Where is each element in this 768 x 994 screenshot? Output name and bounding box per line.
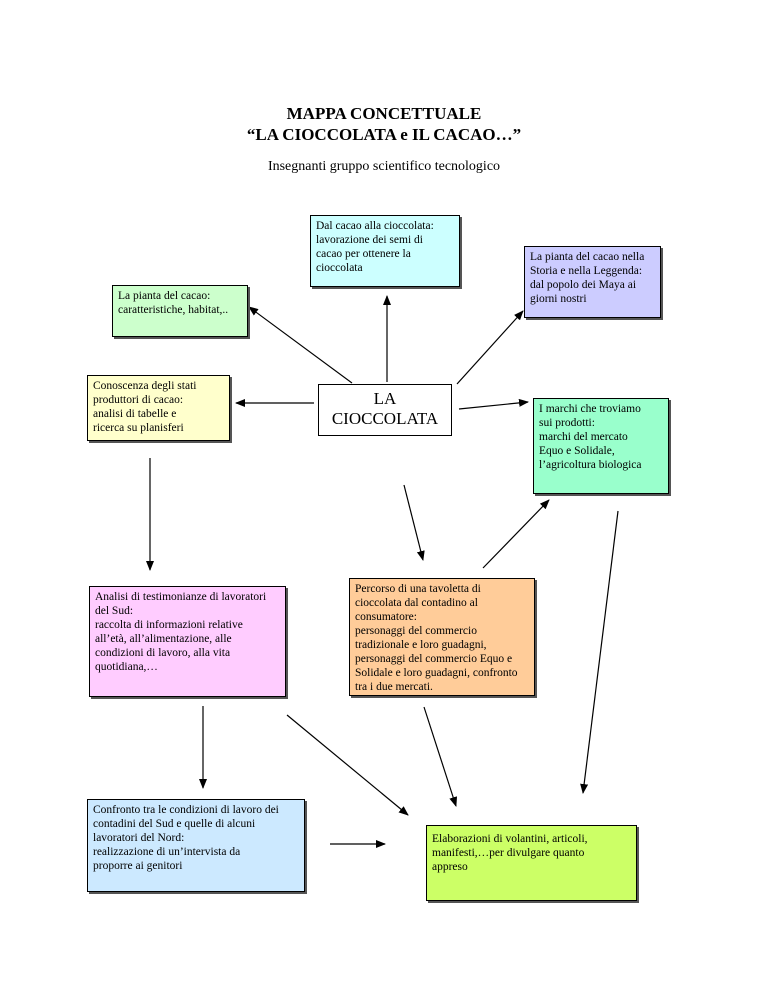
box-percorso: Percorso di una tavoletta di cioccolata … — [349, 578, 535, 696]
box-elaborazioni: Elaborazioni di volantini, articoli, man… — [426, 825, 637, 901]
title-line-1: MAPPA CONCETTUALE — [286, 104, 482, 123]
arrow-to-pianta — [248, 306, 353, 384]
box-dal-cacao: Dal cacao alla cioccolata: lavorazione d… — [310, 215, 460, 287]
box-analisi: Analisi di testimonianze di lavoratori d… — [89, 586, 286, 697]
box-storia: La pianta del cacao nella Storia e nella… — [524, 246, 661, 318]
arrow-marchi-to-elaborazioni — [580, 510, 619, 794]
box-marchi: I marchi che troviamo sui prodotti: marc… — [533, 398, 669, 494]
arrow-center-to-percorso — [403, 484, 425, 561]
arrow-to-storia — [456, 310, 524, 385]
center-node: LA CIOCCOLATA — [318, 384, 452, 436]
arrow-percorso-to-marchi — [482, 499, 550, 569]
arrow-percorso-to-elaborazioni — [423, 706, 458, 807]
arrow-to-marchi — [458, 398, 529, 410]
title-line-2: “LA CIOCCOLATA e IL CACAO…” — [246, 125, 522, 144]
box-pianta: La pianta del cacao: caratteristiche, ha… — [112, 285, 248, 337]
arrow-analisi-to-elaborazioni — [286, 714, 409, 816]
box-confronto: Confronto tra le condizioni di lavoro de… — [87, 799, 305, 892]
subtitle: Insegnanti gruppo scientifico tecnologic… — [267, 159, 501, 174]
box-stati: Conoscenza degli stati produttori di cac… — [87, 375, 230, 441]
